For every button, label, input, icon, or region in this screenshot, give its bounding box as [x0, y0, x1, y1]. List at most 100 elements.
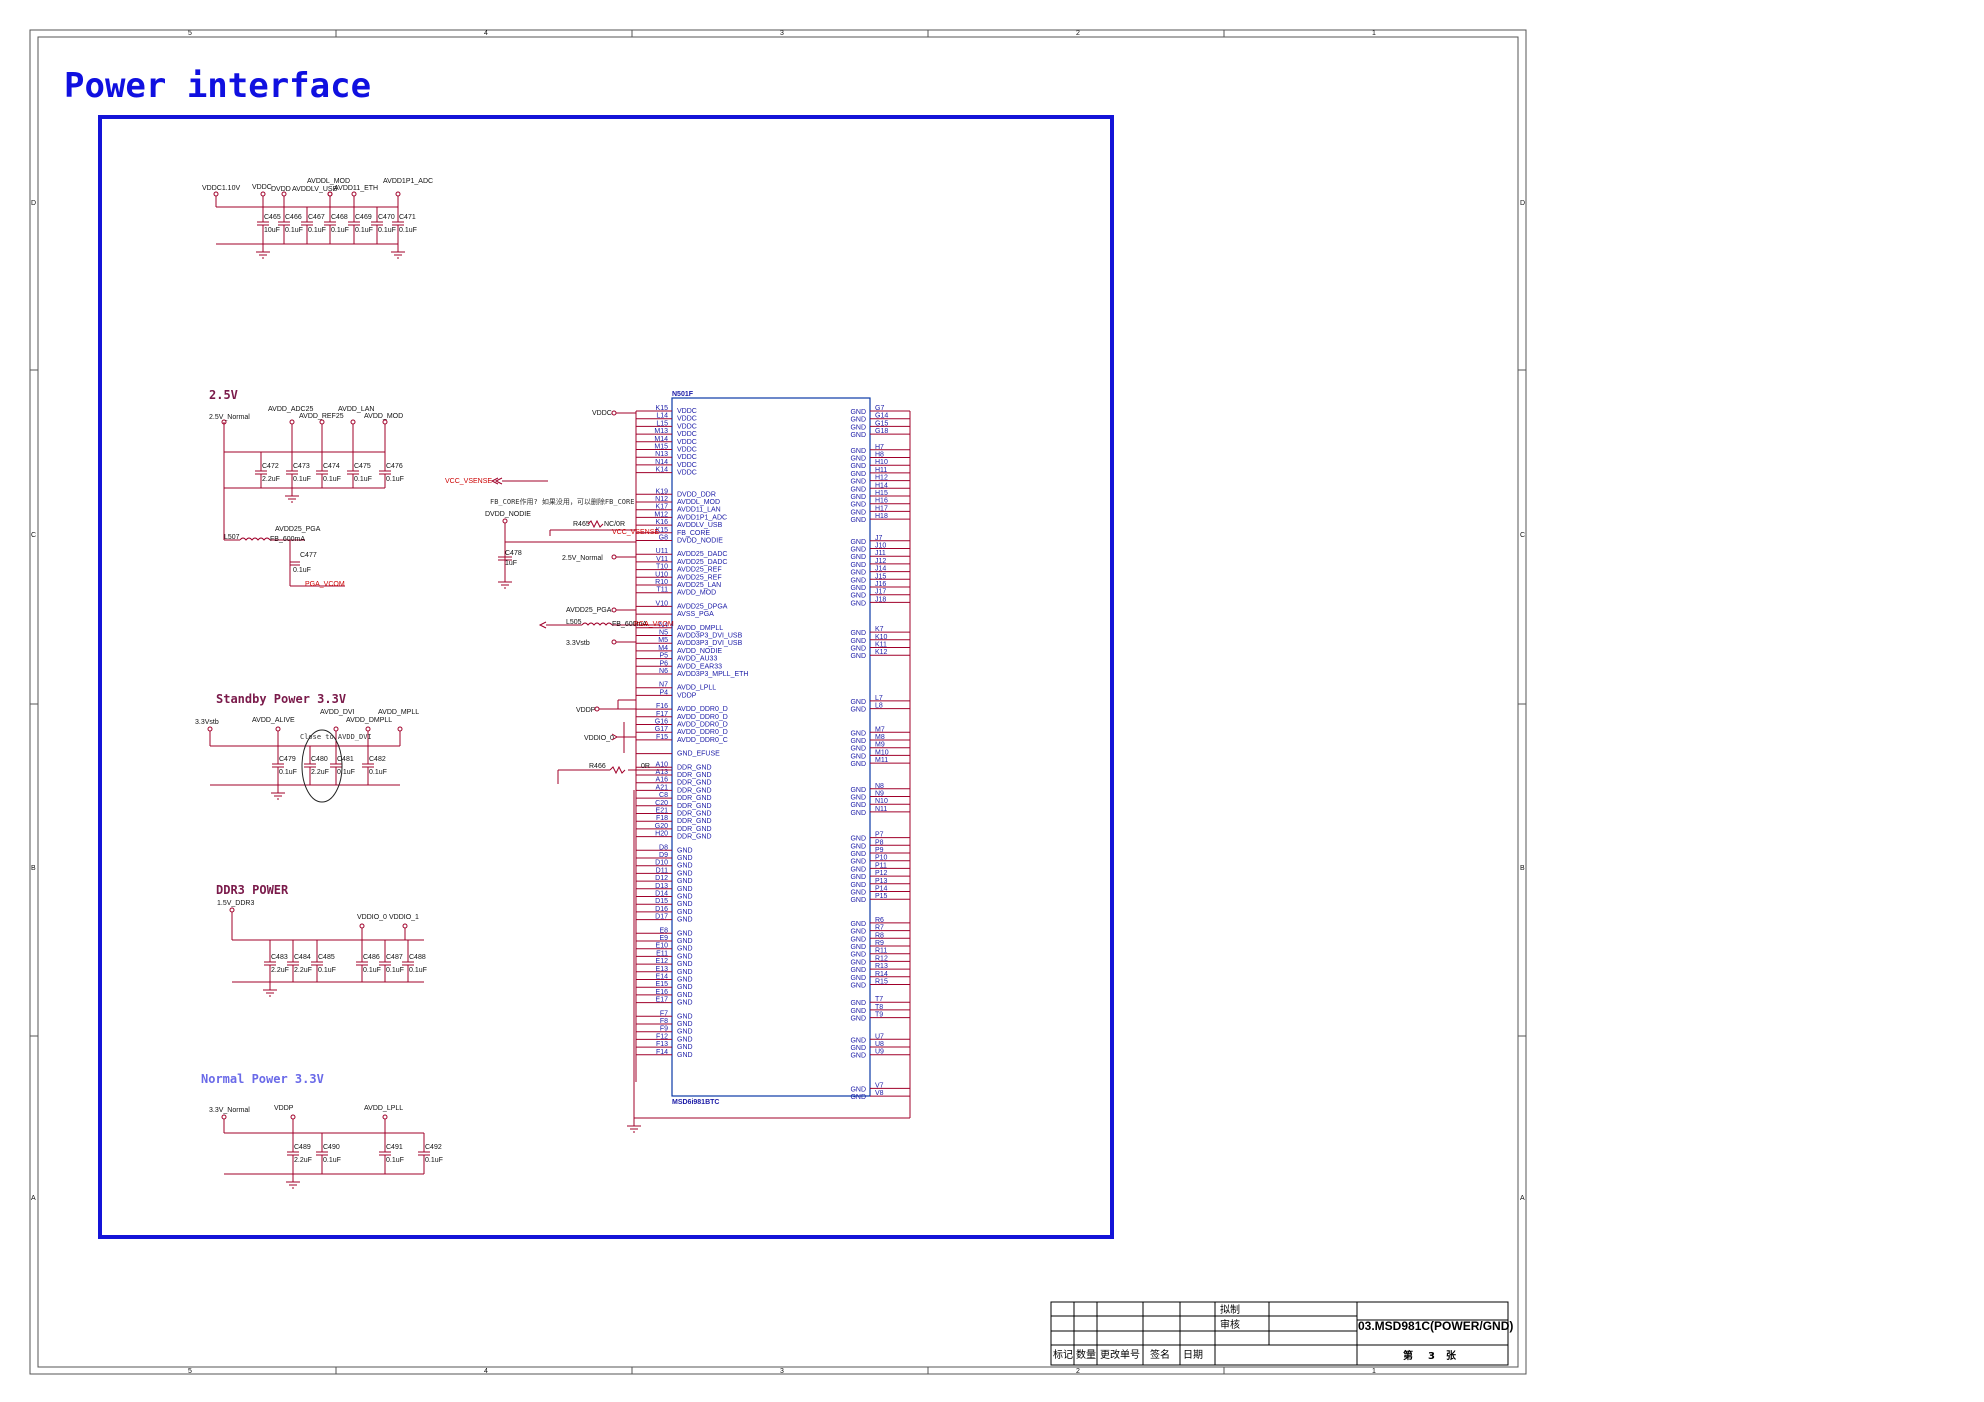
chip-left-pin-name: AVDD_DDR0_D — [677, 706, 728, 713]
tb-doc-title: 03.MSD981C(POWER/GND) — [1358, 1319, 1513, 1333]
chip-right-pin-name: GND — [850, 921, 866, 928]
chip-left-pin-name: AVDD25_DPGA — [677, 603, 728, 610]
chip-left-pin-name: VDDC — [677, 454, 697, 461]
chip-right-pin-num: R8 — [875, 932, 884, 939]
chip-right-pin-num: P9 — [875, 847, 884, 854]
chip-left-pin-num: K14 — [656, 467, 669, 474]
chip-left-pin-num: V10 — [656, 600, 669, 607]
cap-value: 2.2uF — [294, 1157, 312, 1164]
fb-core-note: FB_CORE作用? 如果没用，可以删除FB_CORE — [490, 497, 634, 506]
chip-left-pin-num: F16 — [656, 703, 668, 710]
chip-right-pin-name: GND — [850, 554, 866, 561]
chip-left-pin-name: AVDD11_LAN — [677, 507, 721, 514]
chip-right-pin-name: GND — [850, 836, 866, 843]
chip-left-pin-num: F9 — [660, 1026, 668, 1033]
chip-right-pin-num: J12 — [875, 558, 886, 565]
net-label: AVDD_DVI — [320, 709, 355, 716]
chip-right-pin-num: H16 — [875, 498, 888, 505]
cap-value: 0.1uF — [399, 227, 417, 234]
chip-right-pin-num: L8 — [875, 703, 883, 710]
chip-right-pin-name: GND — [850, 630, 866, 637]
chip-right-pin-name: GND — [850, 1045, 866, 1052]
cap-value: 0.1uF — [386, 967, 404, 974]
chip-right-pin-name: GND — [850, 851, 866, 858]
chip-left-pin-num: R10 — [655, 579, 668, 586]
chip-left-pin-name: GND — [677, 938, 693, 945]
chip-left-pin-num: V11 — [656, 556, 668, 563]
chip-right-pin-name: GND — [850, 859, 866, 866]
net-label: VDDIO_0 — [357, 914, 387, 921]
chip-right-pin-num: J18 — [875, 596, 886, 603]
chip-right-pin-name: GND — [850, 1016, 866, 1023]
chip-left-pin-num: A16 — [656, 777, 669, 784]
net-label: VDDP — [274, 1105, 294, 1112]
net-vddp-mid: VDDP — [576, 707, 596, 714]
chip-left-pin-num: L14 — [656, 413, 668, 420]
chip-left-pin-num: D15 — [655, 898, 668, 905]
border-col-bottom: 3 — [780, 1368, 784, 1375]
tb-sheet-suffix: 张 — [1446, 1349, 1457, 1362]
chip-right-pin-num: N10 — [875, 798, 888, 805]
border-row-left: C — [31, 532, 36, 539]
chip-right-pin-num: R6 — [875, 917, 884, 924]
chip-right-pin-name: GND — [850, 936, 866, 943]
chip-left-pin-name: AVDD_DDR0_C — [677, 737, 728, 744]
border-col-top: 1 — [1372, 30, 1376, 37]
net-label: AVDD1P1_ADC — [383, 178, 433, 185]
net-label: 2.5V_Normal — [209, 414, 250, 421]
chip-left-pin-name: AVDD3P3_DVI_USB — [677, 640, 743, 647]
chip-right-pin-name: GND — [850, 479, 866, 486]
chip-left-pin-name: AVDD_MOD — [677, 590, 716, 597]
chip-left-pin-name: GND — [677, 1052, 693, 1059]
chip-right-pin-name: GND — [850, 967, 866, 974]
chip-right-pin-num: P12 — [875, 870, 888, 877]
chip-right-pin-num: R7 — [875, 925, 884, 932]
chip-right-pin-name: GND — [850, 810, 866, 817]
chip-left-pin-name: DDR_GND — [677, 780, 712, 787]
chip-left-pin-name: GND — [677, 1044, 693, 1051]
chip-left-pin-num: E16 — [656, 989, 669, 996]
chip-left-pin-num: K16 — [656, 519, 669, 526]
net-label: AVDD_ADC25 — [268, 406, 313, 413]
net-label: AVDD11_ETH — [334, 185, 378, 192]
chip-left-pin-name: AVDD_EAR33 — [677, 663, 722, 670]
chip-left-pin-num: G8 — [659, 535, 668, 542]
chip-left-pin-name: GND — [677, 886, 693, 893]
chip-right-pin-name: GND — [850, 471, 866, 478]
net-label: AVDD_REF25 — [299, 413, 344, 420]
net-pga-vcom-mid: PGA_VCOM — [634, 621, 674, 628]
chip-left-pin-name: GND — [677, 953, 693, 960]
tb-date: 日期 — [1183, 1349, 1203, 1361]
cap-value: 2.2uF — [311, 769, 329, 776]
chip-right-pin-num: M8 — [875, 734, 885, 741]
chip-right-pin-name: GND — [850, 746, 866, 753]
cap-ref: C467 — [308, 214, 325, 221]
cap-ref: C483 — [271, 954, 288, 961]
section-standby: Standby Power 3.3V — [216, 692, 346, 706]
chip-left-pin-num: M12 — [654, 511, 668, 518]
chip-right-pin-num: J14 — [875, 566, 886, 573]
chip-right-pin-name: GND — [850, 653, 866, 660]
border-col-top: 5 — [188, 30, 192, 37]
chip-ref: N501F — [672, 391, 694, 398]
border-row-right: D — [1520, 200, 1525, 207]
chip-left-pin-num: G17 — [655, 726, 668, 733]
c478-val: 1uF — [505, 560, 517, 567]
chip-right-pin-num: H12 — [875, 475, 888, 482]
cap-ref: C491 — [386, 1144, 403, 1151]
chip-left-pin-num: P6 — [659, 660, 668, 667]
chip-left-pin-num: D12 — [655, 875, 668, 882]
chip-right-pin-num: P10 — [875, 855, 888, 862]
chip-left-pin-name: GND — [677, 870, 693, 877]
chip-left-pin-name: AVDD25_REF — [677, 574, 722, 581]
chip-left-pin-name: AVDD25_DADC — [677, 559, 727, 566]
chip-left-pin-name: FB_CORE — [677, 530, 710, 537]
chip-right-pin-num: G7 — [875, 405, 884, 412]
chip-right-pin-name: GND — [850, 1037, 866, 1044]
chip-right-pin-name: GND — [850, 562, 866, 569]
chip-right-pin-name: GND — [850, 795, 866, 802]
chip-right-pin-num: H7 — [875, 444, 884, 451]
chip-left-pin-num: K15 — [656, 527, 669, 534]
section-ddr3: DDR3 POWER — [216, 883, 289, 897]
border-col-top: 4 — [484, 30, 488, 37]
